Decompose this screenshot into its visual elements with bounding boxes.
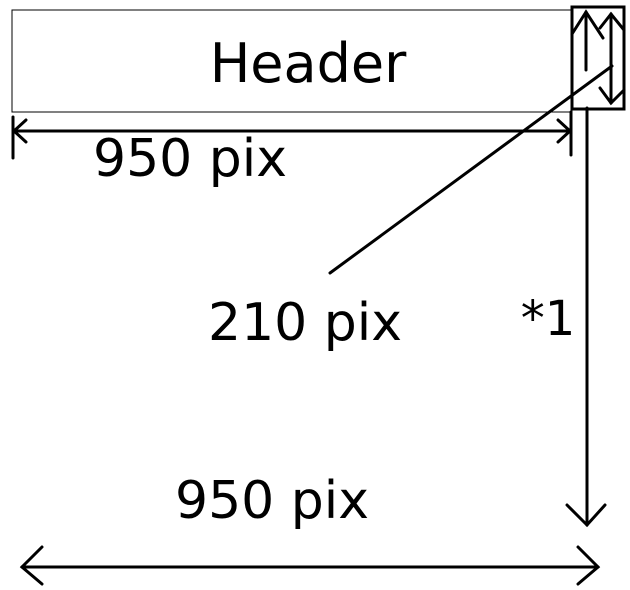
height-leader-line xyxy=(328,64,614,275)
header-height-label: 210 pix xyxy=(208,293,402,353)
header-height-arrow xyxy=(570,9,626,106)
total-width-label: 950 pix xyxy=(175,471,369,531)
header-width-arrow xyxy=(11,110,573,160)
total-width-arrow xyxy=(19,545,601,586)
header-height-box xyxy=(570,5,626,111)
column-marker-label: *1 xyxy=(521,291,576,347)
page-height-arrow xyxy=(565,106,607,528)
header-width-label: 950 pix xyxy=(93,129,287,189)
header-label: Header xyxy=(210,32,407,95)
